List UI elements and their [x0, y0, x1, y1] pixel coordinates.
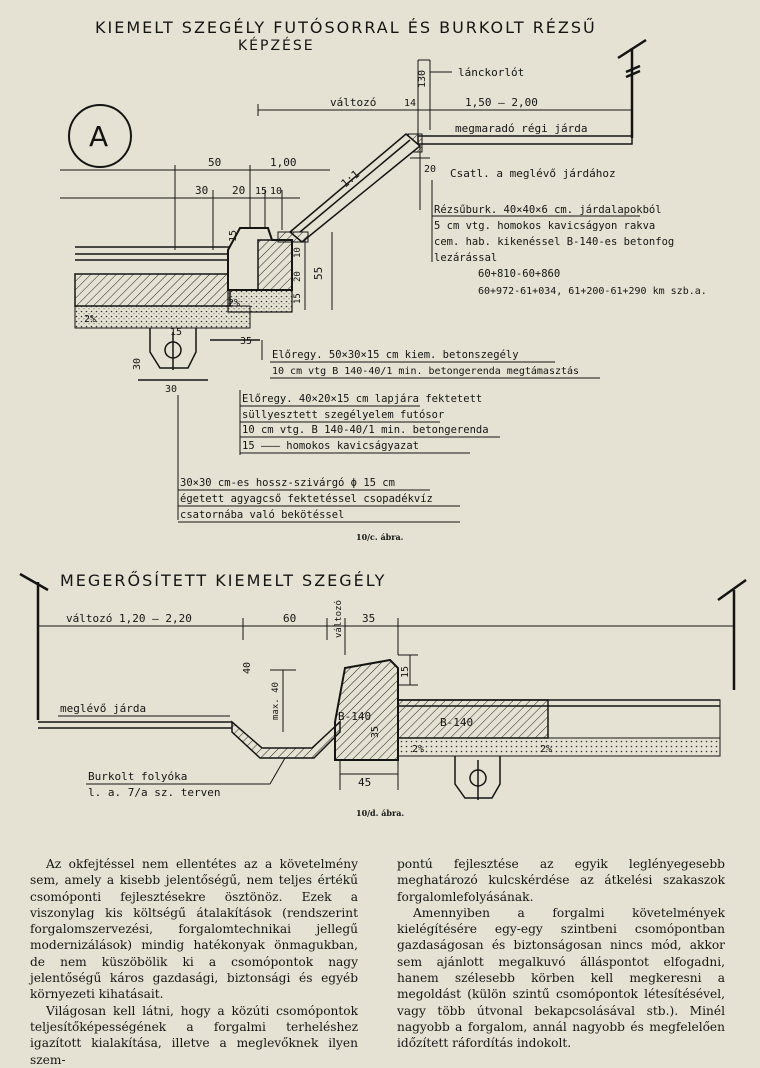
- dim-15-left: 15: [228, 230, 239, 242]
- note-line: Előregy. 50×30×15 cm kiem. betonszegély: [272, 349, 519, 361]
- dim-45: 45: [358, 776, 371, 789]
- drain-pipe: [138, 328, 260, 381]
- note-line: lezárással: [434, 252, 497, 264]
- dim-150-200: 1,50 – 2,00: [465, 96, 538, 109]
- dim-15-d: 15: [400, 666, 411, 678]
- paragraph: Az okfejtéssel nem ellentétes az a követ…: [30, 857, 358, 1002]
- note-line: 60+810-60+860: [478, 268, 560, 280]
- note-line: 60+972-61+034, 61+200-61+290 km szb.a.: [478, 286, 707, 297]
- slope-revetment: [288, 133, 422, 243]
- note-line: Csatl. a meglévő járdához: [450, 167, 616, 180]
- dim-15-drain: 15: [170, 327, 182, 338]
- dimension-lines-d: [38, 618, 735, 790]
- break-symbol-right: [717, 578, 747, 690]
- note-line: Rézsűburk. 40×40×6 cm. járdalapokból: [434, 204, 662, 216]
- road-pavement: [74, 246, 251, 329]
- note-line: égetett agyagcső fektetéssel csopadékvíz: [180, 493, 433, 505]
- drain-pipe-d: [454, 756, 501, 800]
- figure-title-line2: KÉPZÉSE: [238, 37, 315, 54]
- dim-10: 10: [270, 186, 282, 197]
- note-line: csatornába való bekötéssel: [180, 509, 344, 521]
- dim-30-bottom: 30: [165, 384, 177, 395]
- section-letter: A: [89, 120, 110, 153]
- dim-60-d: 60: [283, 612, 296, 625]
- material-b140-curb: B-140: [338, 710, 371, 723]
- dim-130: 130: [417, 70, 428, 88]
- label-burkolt-ref: l. a. 7/a sz. terven: [88, 786, 220, 799]
- paragraph: Világosan kell látni, hogy a közúti csom…: [30, 1003, 358, 1067]
- dim-40-d: 40: [242, 662, 253, 674]
- note-line: Előregy. 40×20×15 cm lapjára fektetett: [242, 393, 482, 405]
- dim-10-v: 10: [293, 247, 303, 258]
- paved-gutter: [231, 720, 341, 759]
- note-block-runner: Előregy. 40×20×15 cm lapjára fektetett s…: [242, 393, 489, 452]
- article-column-left: Az okfejtéssel nem ellentétes az a követ…: [30, 856, 358, 1068]
- label-meglevo-jarda: meglévő járda: [60, 702, 146, 715]
- figure-10d: MEGERŐSÍTETT KIEMELT SZEGÉLY: [19, 570, 747, 818]
- note-line: 30×30 cm-es hossz-szivárgó ϕ 15 cm: [180, 477, 395, 489]
- dim-2pct-left: 2%: [84, 314, 96, 325]
- figure-d-title: MEGERŐSÍTETT KIEMELT SZEGÉLY: [60, 570, 386, 590]
- dim-2pct-d2: 2%: [540, 744, 552, 755]
- paragraph: pontú fejlesztése az egyik leglényegeseb…: [397, 857, 725, 904]
- leader-line: [269, 757, 286, 785]
- note-block-slope: Csatl. a meglévő járdához Rézsűburk. 40×…: [434, 167, 707, 297]
- note-line: 15 ——— homokos kavicságyazat: [242, 440, 419, 452]
- dim-valtozo-d: változó 1,20 – 2,20: [66, 612, 192, 625]
- dim-14: 14: [404, 98, 416, 109]
- dim-30: 30: [195, 184, 208, 197]
- caption-10c: 10/c. ábra.: [356, 532, 404, 542]
- article-column-right: pontú fejlesztése az egyik leglényegeseb…: [397, 856, 725, 1052]
- dim-35-d: 35: [362, 612, 375, 625]
- note-line: 10 cm vtg. B 140-40/1 min. betongerenda: [242, 424, 489, 436]
- dim-20: 20: [232, 184, 245, 197]
- break-symbol-left: [19, 572, 49, 720]
- dim-50: 50: [208, 156, 221, 169]
- leader-lines: [177, 180, 640, 523]
- note-line: 10 cm vtg B 140-40/1 min. betongerenda m…: [272, 365, 579, 377]
- dim-valtozo-v: változó: [333, 600, 344, 638]
- dim-100: 1,00: [270, 156, 297, 169]
- paragraph: Amennyiben a forgalmi követelmények kiel…: [397, 905, 725, 1051]
- dim-15-v: 15: [293, 293, 303, 304]
- dim-15: 15: [255, 186, 267, 197]
- note-line: 5 cm vtg. homokos kavicságyon rakva: [434, 220, 655, 232]
- dim-30-drain: 30: [132, 358, 143, 370]
- material-b140-base: B-140: [440, 716, 473, 729]
- dim-valtozo: változó: [330, 96, 376, 109]
- note-block-curb: Előregy. 50×30×15 cm kiem. betonszegély …: [272, 349, 579, 377]
- old-sidewalk: [407, 133, 633, 153]
- figure-10c: KIEMELT SZEGÉLY FUTÓSORRAL ÉS BURKOLT RÉ…: [60, 17, 707, 542]
- dim-35-v: 35: [370, 726, 381, 738]
- curb-section: [227, 227, 309, 313]
- dimension-lines: [60, 59, 632, 310]
- caption-10d: 10/d. ábra.: [356, 808, 404, 818]
- figure-title-line1: KIEMELT SZEGÉLY FUTÓSORRAL ÉS BURKOLT RÉ…: [95, 17, 597, 37]
- existing-sidewalk: [38, 721, 232, 729]
- note-line: süllyesztett szegélyelem futósor: [242, 409, 444, 421]
- dim-2pct-d: 2%: [412, 744, 424, 755]
- note-line: cem. hab. kikenéssel B-140-es betonfog: [434, 236, 674, 248]
- label-burkolt-folyoka: Burkolt folyóka: [88, 770, 187, 783]
- dim-20-right: 20: [424, 164, 436, 175]
- dim-20-v: 20: [293, 271, 303, 282]
- dim-megmarado: megmaradó régi járda: [455, 122, 587, 135]
- dim-lanckorlat: lánckorlót: [458, 66, 524, 79]
- dim-2pct: 2%: [228, 298, 240, 309]
- section-marker: A: [68, 104, 132, 168]
- curb-reinforced: [334, 658, 721, 761]
- break-symbol: [617, 38, 647, 138]
- dim-35: 35: [240, 336, 252, 347]
- dim-55: 55: [312, 267, 325, 280]
- note-block-drain: 30×30 cm-es hossz-szivárgó ϕ 15 cm égete…: [180, 477, 433, 521]
- dim-max40: max. 40: [271, 682, 281, 720]
